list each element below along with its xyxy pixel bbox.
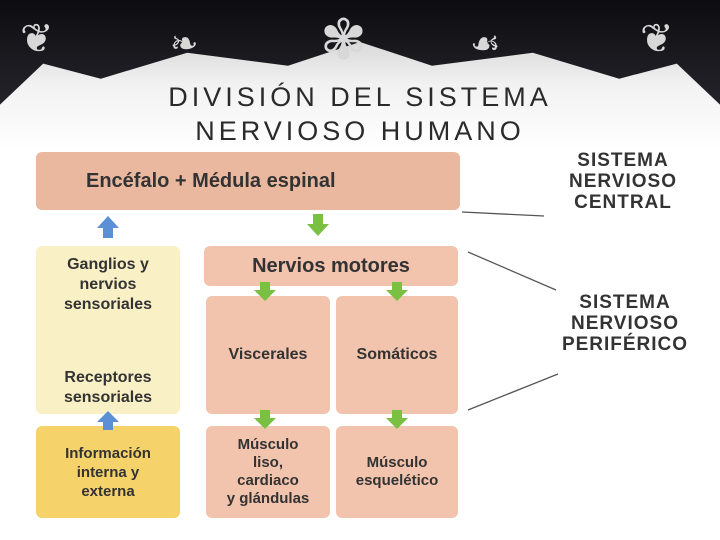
ganglia-line-1: Ganglios y: [67, 256, 149, 273]
blue-arrow-up-icon: [97, 411, 119, 430]
information-box: Información interna y externa: [36, 426, 180, 518]
green-arrow-down-icon: [254, 410, 276, 429]
green-arrow-down-icon: [307, 214, 329, 236]
green-arrow-down-icon: [386, 282, 408, 301]
connector-lines: [461, 211, 559, 411]
brain-spinal-cord-label: Encéfalo + Médula espinal: [86, 169, 336, 192]
central-label-line-3: CENTRAL: [574, 192, 672, 213]
information-line-1: Información: [65, 444, 151, 462]
slide-title-line-2: NERVIOSO HUMANO: [195, 116, 525, 146]
ornament-right-icon: ❦: [640, 16, 674, 62]
peripheral-connector-line-top: [467, 251, 557, 291]
green-arrow-down-icon: [386, 410, 408, 429]
central-label-line-2: NERVIOSO: [569, 171, 677, 192]
receptors-label-block: Receptores sensoriales: [36, 366, 180, 410]
skeletal-muscle-box: Músculo esquelético: [336, 426, 458, 518]
visceral-box: Viscerales: [206, 296, 330, 414]
smooth-muscle-line-2: liso,: [252, 454, 283, 471]
ganglia-line-3: sensoriales: [63, 296, 153, 313]
smooth-muscle-line-3: cardiaco: [237, 472, 299, 489]
green-arrows: [254, 214, 408, 429]
skeletal-muscle-line-2: esquelético: [355, 472, 439, 489]
central-connector-line: [461, 211, 545, 217]
ganglia-line-2: nervios: [79, 276, 137, 293]
somatic-label: Somáticos: [356, 346, 438, 363]
visceral-label: Viscerales: [228, 346, 308, 363]
motor-nerves-label: Nervios motores: [252, 254, 410, 277]
green-arrow-down-icon: [254, 282, 276, 301]
peripheral-label-line-3: PERIFÉRICO: [561, 334, 689, 355]
ornament-center-icon: ✾: [320, 8, 367, 73]
skeletal-muscle-line-1: Músculo: [366, 454, 428, 471]
motor-nerves-box: Nervios motores: [204, 246, 458, 286]
sensory-column-box: [36, 246, 180, 414]
smooth-muscle-line-4: y glándulas: [226, 490, 310, 507]
central-label-line-1: SISTEMA: [577, 150, 669, 171]
blue-arrows: [97, 216, 119, 430]
information-line-3: externa: [81, 482, 135, 500]
peripheral-label-line-2: NERVIOSO: [571, 313, 679, 334]
receptors-line-2: sensoriales: [63, 389, 153, 406]
smooth-muscle-line-1: Músculo: [237, 436, 299, 453]
somatic-box: Somáticos: [336, 296, 458, 414]
ornament-center-left-icon: ❧: [170, 24, 199, 64]
information-line-2: interna y: [76, 463, 140, 481]
receptors-line-1: Receptores: [64, 369, 152, 386]
ornament-center-right-icon: ☙: [470, 24, 501, 64]
blue-arrow-up-icon: [97, 216, 119, 238]
slide-title-line-1: DIVISIÓN DEL SISTEMA: [168, 82, 552, 112]
smooth-muscle-box: Músculo liso, cardiaco y glándulas: [206, 426, 330, 518]
peripheral-connector-line-bottom: [467, 373, 559, 411]
brain-spinal-cord-box: Encéfalo + Médula espinal: [36, 152, 460, 210]
peripheral-label-line-1: SISTEMA: [579, 292, 671, 313]
ganglia-label-block: Ganglios y nervios sensoriales: [36, 252, 180, 318]
central-nervous-system-label: SISTEMA NERVIOSO CENTRAL: [548, 150, 698, 213]
peripheral-nervous-system-label: SISTEMA NERVIOSO PERIFÉRICO: [540, 292, 710, 355]
ornament-left-icon: ❦: [20, 16, 54, 62]
